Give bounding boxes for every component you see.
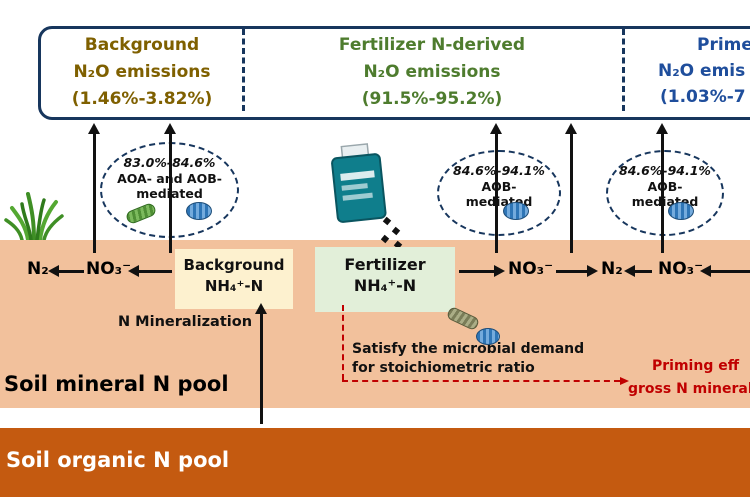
emissions-panel-border [38,26,750,120]
background-nh4-box: Background NH₄⁺-N [175,249,293,309]
arrowhead [700,265,711,277]
background-emissions-line2: N₂O emissions [73,62,211,82]
flow-arrow-nh4-to-no3-left [128,265,172,277]
mediator-label: AOB-mediated [465,179,533,209]
flow-arrow-no3-to-n2-right [556,265,598,277]
n2-label-left: N₂ [27,259,49,279]
flow-arrow-no3primed-to-n2 [624,265,652,277]
flow-arrow-no3-to-n2-left [48,265,84,277]
fertilizer-emissions-title: Fertilizer N-derived N₂O emissions (91.5… [252,32,612,113]
arrowhead [48,265,59,277]
red-arrowhead [620,377,629,385]
mediator-label: AOB-mediated [631,179,699,209]
fertilizer-emissions-line2: N₂O emissions [363,62,501,82]
microbial-demand-text: Satisfy the microbial demand for stoichi… [352,340,584,378]
fertilizer-emissions-line3: (91.5%-95.2%) [361,89,503,109]
nitrification-rate: 84.6%-94.1% [453,163,545,178]
nitrification-rate: 83.0%-84.6% [123,155,216,170]
panel-divider-2 [622,29,625,111]
n2-label-right: N₂ [601,259,623,279]
no3-label-primed: NO₃⁻ [658,259,704,279]
mediator-label: AOA- and AOB-mediated [117,171,222,201]
demand-line2: for stoichiometric ratio [352,360,535,376]
demand-connector-line [342,305,344,380]
n-mineralization-arrow [255,303,267,424]
primed-emissions-line1: Prime [697,35,750,55]
arrowhead [494,265,505,277]
fertilizer-emissions-line1: Fertilizer N-derived [338,35,526,55]
primed-emissions-line2: N₂O emis [658,61,746,81]
soil-mineral-pool-label: Soil mineral N pool [4,372,229,396]
demand-line1: Satisfy the microbial demand [352,341,585,357]
soil-organic-band [0,428,750,497]
coccus-bacterium-icon [186,202,212,220]
arrowhead [656,123,668,134]
emission-arrow-primed [656,123,668,253]
priming-effect-text-line1: Priming eff [652,358,740,374]
priming-flow-line [342,377,629,385]
background-nh4-line2: NH₄⁺-N [204,277,264,295]
nitrifier-ellipse-background: 83.0%-84.6% AOA- and AOB-mediated [100,142,239,238]
background-emissions-line1: Background [84,35,200,55]
nitrifier-ellipse-fertilizer: 84.6%-94.1% AOB-mediated [437,150,561,236]
priming-effect-text-line2: gross N minerali [628,381,750,397]
flow-arrow-nh4-to-no3-right [459,265,505,277]
coccus-bacterium-icon [668,202,694,220]
grass-icon [4,182,66,244]
fertilizer-bag-icon [317,138,401,241]
arrowhead [164,123,176,134]
fertilizer-nh4-box: Fertilizer NH₄⁺-N [315,247,455,312]
arrowhead [88,123,100,134]
emission-arrow-background-no3 [88,123,100,253]
emission-arrow-background-nitrification [164,123,176,253]
nitrification-rate: 84.6%-94.1% [619,163,711,178]
arrowhead [587,265,598,277]
panel-divider-1 [242,29,245,111]
no3-label-left: NO₃⁻ [86,259,132,279]
rod-bacterium-icon [124,201,158,226]
coccus-bacterium-icon [503,202,529,220]
arrowhead [490,123,502,134]
arrowhead [624,265,635,277]
fertilizer-nh4-line2: NH₄⁺-N [353,276,417,295]
arrowhead [565,123,577,134]
coccus-bacterium-icon [476,328,500,345]
background-emissions-line3: (1.46%-3.82%) [71,89,213,109]
background-emissions-title: Background N₂O emissions (1.46%-3.82%) [48,32,236,113]
arrowhead [128,265,139,277]
flow-arrow-primed-nh4-to-no3 [700,265,750,277]
nitrifier-ellipse-primed: 84.6%-94.1% AOB-mediated [606,150,724,236]
primed-emissions-line3: (1.03%-7 [660,87,746,107]
background-nh4-line1: Background [183,256,285,274]
emission-arrow-fertilizer-nitrification [490,123,502,253]
soil-organic-pool-label: Soil organic N pool [6,448,230,472]
arrowhead [255,303,267,314]
emission-arrow-fertilizer-no3 [565,123,577,253]
fertilizer-nh4-line1: Fertilizer [344,255,426,274]
n-mineralization-label: N Mineralization [118,314,253,330]
no3-label-mid: NO₃⁻ [508,259,554,279]
